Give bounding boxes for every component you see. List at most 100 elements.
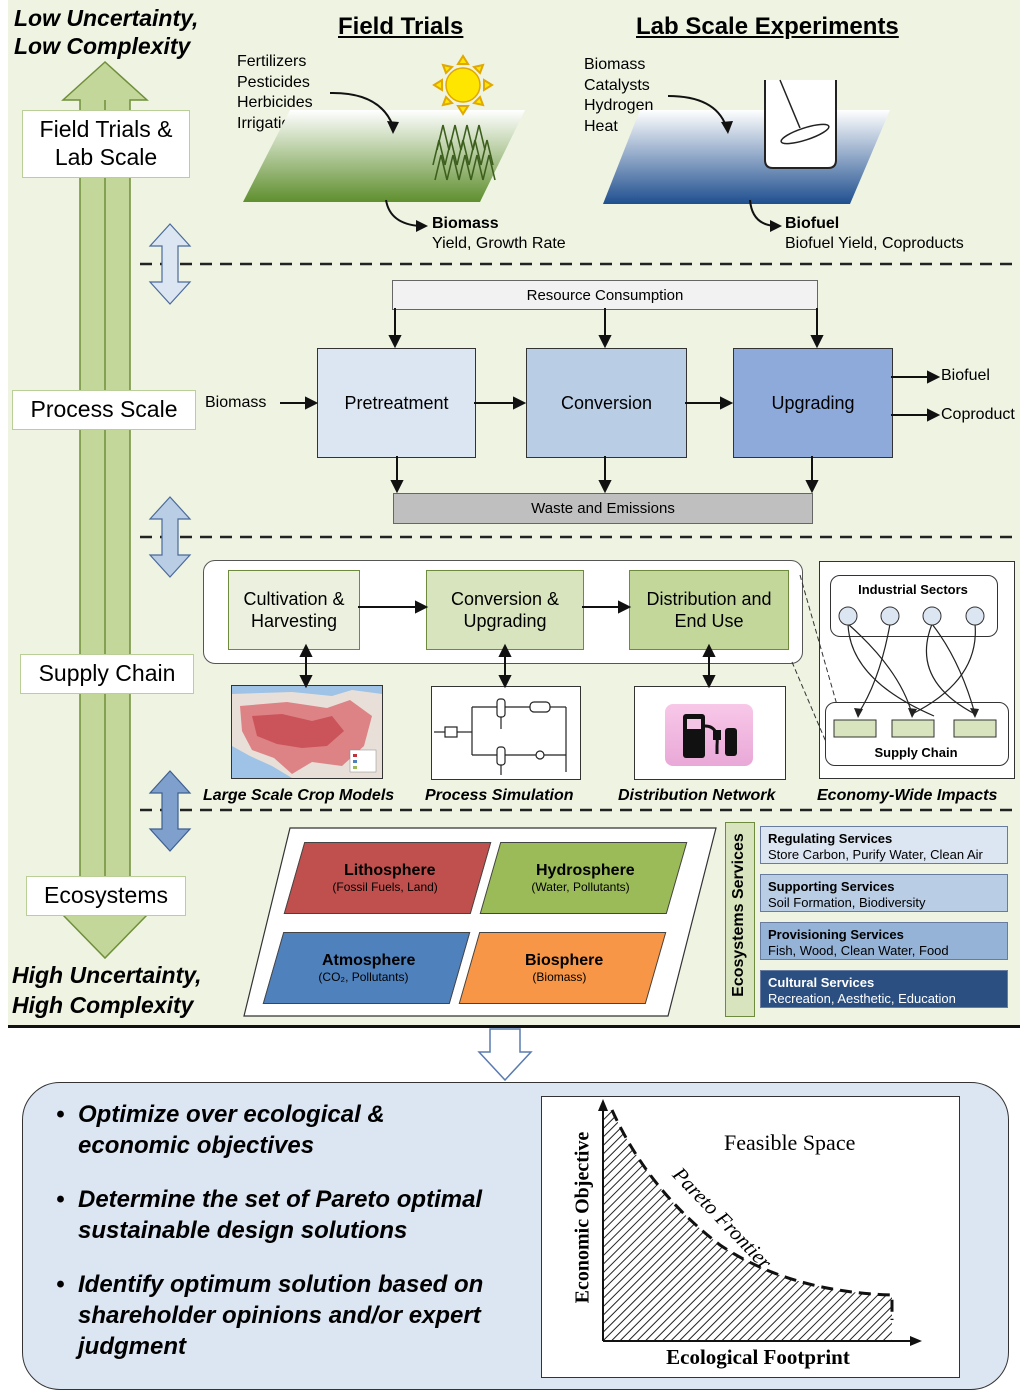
axis-bottom-label: High Uncertainty, High Complexity — [12, 960, 202, 1020]
field-output-title: Biomass — [432, 215, 499, 232]
industrial-sectors-label: Industrial Sectors — [858, 582, 968, 597]
axis-top-line2: Low Complexity — [14, 33, 191, 59]
supporting-services-box: Supporting Services Soil Formation, Biod… — [760, 874, 1008, 912]
lab-output: Biofuel Biofuel Yield, Coproducts — [785, 214, 964, 254]
resource-consumption-bar: Resource Consumption — [392, 280, 818, 310]
supply-chain-mini-label: Supply Chain — [874, 745, 958, 760]
axis-top-label: Low Uncertainty, Low Complexity — [14, 4, 198, 60]
feasible-space-annotation: Feasible Space — [724, 1130, 856, 1155]
bullet-dot: • — [56, 1101, 65, 1128]
bullet-text: Identify optimum solution based on share… — [78, 1271, 484, 1360]
bullet-item: • Optimize over ecological & economic ob… — [56, 1099, 526, 1161]
service-detail: Store Carbon, Purify Water, Clean Air — [768, 847, 983, 862]
caption-distribution-network: Distribution Network — [618, 787, 776, 804]
service-detail: Soil Formation, Biodiversity — [768, 895, 926, 910]
lab-input-item: Hydrogen — [584, 97, 654, 114]
service-detail: Recreation, Aesthetic, Education — [768, 991, 956, 1006]
bullet-text: Optimize over ecological & economic obje… — [78, 1101, 385, 1159]
scale-label-ecosystems: Ecosystems — [26, 876, 186, 916]
process-simulation-diagram — [431, 686, 581, 780]
scale-arrow-3 — [148, 770, 192, 852]
waste-emissions-bar: Waste and Emissions — [393, 493, 813, 524]
service-title: Provisioning Services — [768, 927, 904, 942]
field-input-item: Pesticides — [237, 73, 310, 91]
supply-chain-connectors — [299, 600, 716, 689]
lab-input-item: Biomass — [584, 56, 646, 73]
cultivation-box: Cultivation & Harvesting — [228, 570, 360, 650]
scale-label-field-lab: Field Trials & Lab Scale — [22, 110, 190, 178]
regulating-services-box: Regulating Services Store Carbon, Purify… — [760, 826, 1008, 864]
lab-output-title: Biofuel — [785, 215, 840, 232]
zoom-lines — [791, 574, 838, 743]
process-input-label: Biomass — [205, 394, 267, 411]
bullet-dot: • — [56, 1186, 65, 1213]
process-output-biofuel: Biofuel — [941, 367, 990, 384]
x-axis — [603, 1336, 922, 1346]
bullet-dot: • — [56, 1271, 65, 1298]
crop-model-map — [231, 685, 383, 779]
process-output-coproduct: Coproduct — [941, 406, 1015, 423]
field-input-item: Fertilizers — [237, 53, 307, 70]
bullet-item: • Identify optimum solution based on sha… — [56, 1269, 526, 1362]
bullet-item: • Determine the set of Pareto optimal su… — [56, 1184, 526, 1246]
section-divider — [8, 1025, 1020, 1028]
supply-node — [953, 719, 997, 738]
crop-plants-icon — [432, 124, 496, 181]
axis-bottom-line2: High Complexity — [12, 992, 194, 1018]
lab-input-item: Heat — [584, 117, 618, 135]
sector-node — [838, 606, 858, 626]
pareto-frontier-curve — [610, 1109, 894, 1320]
field-lab-illustrations — [243, 54, 890, 232]
scale-arrow-1 — [148, 223, 192, 305]
axis-top-line1: Low Uncertainty, — [14, 5, 199, 31]
field-input-item: Herbicides — [237, 94, 313, 111]
field-output-detail: Yield, Growth Rate — [432, 235, 566, 252]
fuel-pump-shape — [683, 714, 737, 758]
scale-arrow-2 — [148, 496, 192, 578]
lab-output-arrow — [749, 199, 782, 232]
axis-bottom-line1: High Uncertainty, — [12, 962, 202, 988]
ecosystem-services-label-box — [725, 822, 755, 1017]
lab-inputs: Biomass Catalysts Hydrogen Heat — [584, 55, 653, 137]
lab-output-detail: Biofuel Yield, Coproducts — [785, 235, 964, 252]
caption-process-simulation: Process Simulation — [425, 787, 574, 804]
scale-label-supply-chain: Supply Chain — [20, 654, 194, 694]
field-inputs: Fertilizers Pesticides Herbicides Irriga… — [237, 52, 313, 134]
service-detail: Fish, Wood, Clean Water, Food — [768, 943, 949, 958]
supply-node — [833, 719, 877, 738]
upgrading-box: Upgrading — [733, 348, 893, 458]
field-input-arrow — [329, 91, 399, 134]
industrial-sectors-box — [830, 575, 998, 637]
beaker-icon — [764, 79, 837, 169]
sun-icon — [432, 54, 494, 116]
lab-input-item: Catalysts — [584, 76, 650, 94]
sector-node — [922, 606, 942, 626]
fuel-pump-icon — [665, 704, 753, 766]
y-axis — [598, 1099, 608, 1341]
bullet-text: Determine the set of Pareto optimal sust… — [78, 1186, 483, 1244]
lab-input-arrow — [667, 95, 733, 134]
sector-node — [880, 606, 900, 626]
chart-xlabel: Ecological Footprint — [666, 1345, 850, 1369]
service-title: Regulating Services — [768, 831, 893, 846]
cultural-services-box: Cultural Services Recreation, Aesthetic,… — [760, 970, 1008, 1008]
field-output: Biomass Yield, Growth Rate — [432, 214, 566, 254]
conversion-upgrading-box: Conversion & Upgrading — [426, 570, 584, 650]
provisioning-services-box: Provisioning Services Fish, Wood, Clean … — [760, 922, 1008, 960]
caption-crop-models: Large Scale Crop Models — [203, 787, 395, 804]
lab-scale-title: Lab Scale Experiments — [636, 13, 899, 40]
field-plot-icon — [243, 110, 525, 202]
infeasible-region — [604, 1110, 892, 1340]
distribution-network-panel — [634, 686, 786, 780]
distribution-box: Distribution and End Use — [629, 570, 789, 650]
crop-map-image — [232, 690, 382, 778]
service-title: Supporting Services — [768, 879, 895, 894]
field-trials-title: Field Trials — [338, 13, 464, 40]
field-output-arrow — [385, 199, 428, 232]
process-flowsheet — [434, 698, 567, 775]
caption-economy-wide: Economy-Wide Impacts — [817, 787, 998, 804]
